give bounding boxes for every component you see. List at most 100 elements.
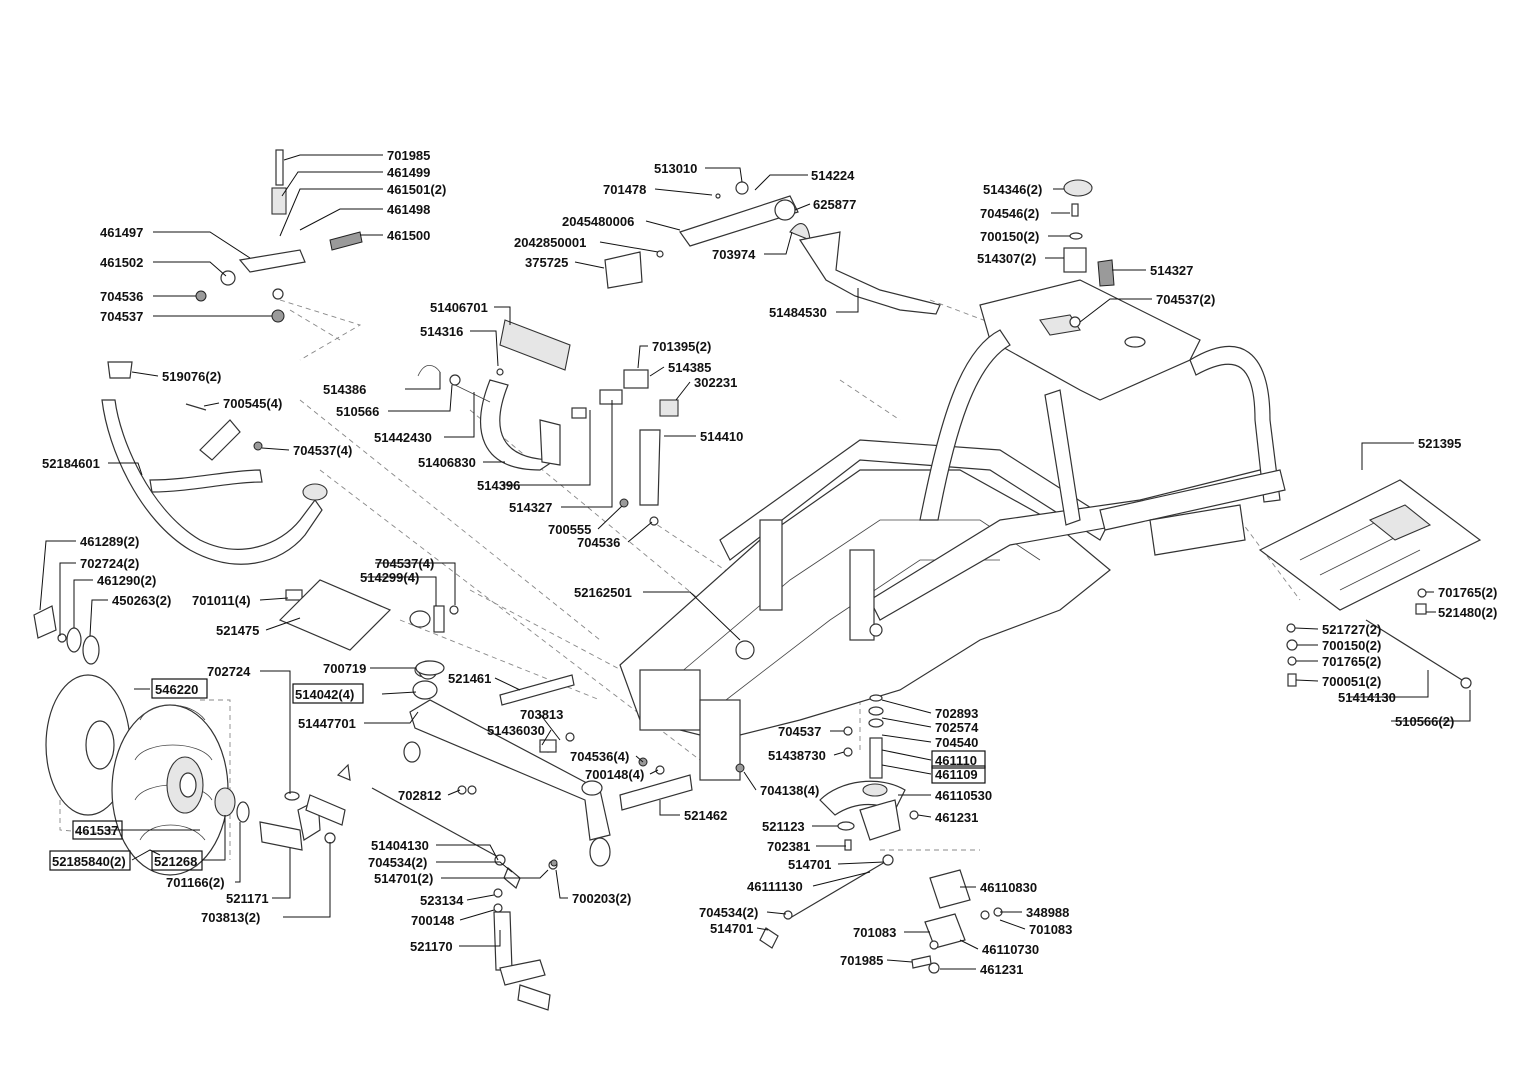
boxed-label: 461109 [931, 765, 986, 784]
part-label: 514327 [1150, 263, 1193, 278]
part-label: 461537 [75, 823, 118, 838]
part-label: 704537(4) [375, 556, 434, 571]
part-label: 704138(4) [760, 783, 819, 798]
part-label: 700150(2) [1322, 638, 1381, 653]
part-label: 46110530 [935, 788, 992, 803]
part-label: 51484530 [769, 305, 827, 320]
part-label: 703813(2) [201, 910, 260, 925]
part-label: 704534(2) [368, 855, 427, 870]
part-label: 625877 [813, 197, 856, 212]
part-label: 514385 [668, 360, 711, 375]
part-label: 514307(2) [977, 251, 1036, 266]
part-label: 521268 [154, 854, 197, 869]
part-label: 302231 [694, 375, 737, 390]
part-label: 704534(2) [699, 905, 758, 920]
part-label: 514327 [509, 500, 552, 515]
part-label: 521170 [410, 939, 453, 954]
part-label: 51414130 [1338, 690, 1396, 705]
part-label: 514386 [323, 382, 366, 397]
part-label: 46110830 [980, 880, 1037, 895]
part-label: 514299(4) [360, 570, 419, 585]
part-label: 461289(2) [80, 534, 139, 549]
part-label: 510566(2) [1395, 714, 1454, 729]
part-label: 461109 [935, 767, 978, 782]
part-label: 521480(2) [1438, 605, 1497, 620]
boxed-label: 514042(4) [292, 683, 364, 704]
part-label: 46110730 [982, 942, 1039, 957]
rear-plate [1258, 479, 1482, 611]
part-label: 514701 [788, 857, 831, 872]
part-label: 461501(2) [387, 182, 446, 197]
part-label: 51404130 [371, 838, 429, 853]
part-label: 461290(2) [97, 573, 156, 588]
part-label: 701166(2) [166, 875, 225, 890]
leader-lines [39, 154, 1471, 970]
part-label: 46111130 [747, 879, 803, 894]
part-label: 51447701 [298, 716, 356, 731]
part-label: 450263(2) [112, 593, 171, 608]
part-label: 701083 [1029, 922, 1072, 937]
part-label: 704536 [577, 535, 620, 550]
part-label: 704540 [935, 735, 978, 750]
part-label: 461498 [387, 202, 430, 217]
part-label: 461231 [935, 810, 978, 825]
part-label: 704536(4) [570, 749, 629, 764]
part-label: 461231 [980, 962, 1023, 977]
part-label: 510566 [336, 404, 379, 419]
part-label: 514042(4) [295, 687, 354, 702]
part-label: 704537 [778, 724, 821, 739]
part-label: 700719 [323, 661, 366, 676]
part-label: 704546(2) [980, 206, 1039, 221]
part-label: 375725 [525, 255, 568, 270]
part-label: 51406701 [430, 300, 488, 315]
front-bumper [101, 361, 328, 565]
part-label: 701395(2) [652, 339, 711, 354]
part-label: 461499 [387, 165, 430, 180]
part-label: 513010 [654, 161, 697, 176]
part-label: 461497 [100, 225, 143, 240]
part-label: 514396 [477, 478, 520, 493]
part-label: 521123 [762, 819, 805, 834]
part-label: 521727(2) [1322, 622, 1381, 637]
part-label: 2045480006 [562, 214, 634, 229]
part-label: 703974 [712, 247, 756, 262]
part-label: 514346(2) [983, 182, 1042, 197]
part-label: 700148 [411, 913, 454, 928]
part-label: 461502 [100, 255, 143, 270]
part-label: 700545(4) [223, 396, 282, 411]
part-label: 521462 [684, 808, 727, 823]
part-label: 701478 [603, 182, 646, 197]
part-label: 702381 [767, 839, 810, 854]
hardware-parts [33, 149, 1472, 1011]
part-label: 2042850001 [514, 235, 586, 250]
part-label: 701765(2) [1322, 654, 1381, 669]
part-label: 701985 [387, 148, 430, 163]
part-label: 704537 [100, 309, 143, 324]
boxed-label: 461537 [72, 820, 123, 840]
part-label: 514701 [710, 921, 753, 936]
part-label: 701083 [853, 925, 896, 940]
part-label: 521475 [216, 623, 259, 638]
part-label: 348988 [1026, 905, 1069, 920]
part-label: 700051(2) [1322, 674, 1381, 689]
part-label: 461500 [387, 228, 430, 243]
part-label: 703813 [520, 707, 563, 722]
boxed-label: 521268 [151, 850, 203, 871]
boxed-label: 52185840(2) [49, 850, 131, 871]
part-label: 702893 [935, 706, 978, 721]
part-label: 700148(4) [585, 767, 644, 782]
part-label: 701011(4) [192, 593, 251, 608]
part-label: 701985 [840, 953, 883, 968]
part-label: 702724(2) [80, 556, 139, 571]
part-label: 51442430 [374, 430, 432, 445]
part-label: 51438730 [768, 748, 826, 763]
part-label: 521461 [448, 671, 491, 686]
part-label: 461110 [935, 753, 977, 768]
part-label: 521395 [1418, 436, 1461, 451]
part-label: 704537(2) [1156, 292, 1215, 307]
frame-assembly [619, 279, 1286, 781]
boxed-label: 461110 [931, 750, 986, 769]
part-label: 52162501 [574, 585, 632, 600]
part-label: 704537(4) [293, 443, 352, 458]
